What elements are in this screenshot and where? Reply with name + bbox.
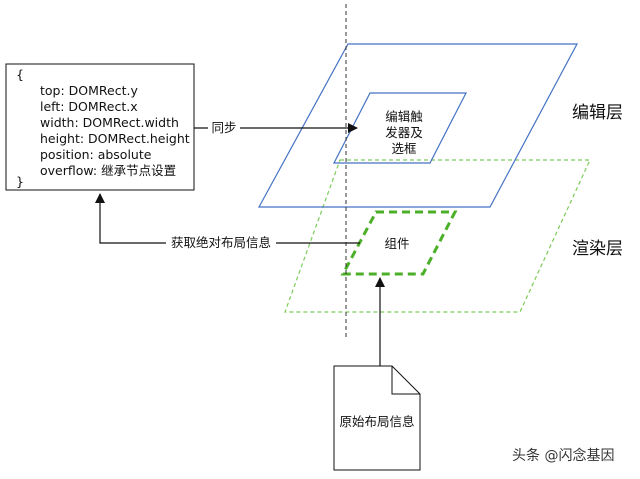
sync-label: 同步 [211, 120, 236, 135]
document-label: 原始布局信息 [339, 414, 414, 429]
watermark: 头条 @闪念基因 [512, 447, 614, 464]
edit-trigger-label-line3: 选框 [391, 141, 417, 156]
code-line-width: width: DOMRect.width [40, 115, 179, 130]
code-line-height: height: DOMRect.height [40, 131, 190, 146]
code-line-left: left: DOMRect.x [40, 99, 138, 114]
render-layer-label: 渲染层 [572, 239, 623, 259]
sync-label-bg [208, 119, 240, 136]
get-position-label: 获取绝对布局信息 [171, 235, 271, 250]
edit-trigger-label-line1: 编辑触 [385, 109, 423, 124]
component-label: 组件 [384, 236, 409, 251]
code-open-brace: { [16, 67, 24, 82]
code-line-overflow: overflow: 继承节点设置 [40, 163, 176, 178]
code-box [5, 63, 195, 191]
edit-layer-plane [257, 43, 579, 208]
edit-trigger-label-line2: 发器及 [385, 125, 423, 140]
code-close-brace: } [16, 174, 24, 189]
component-box [340, 210, 458, 276]
document-icon [333, 365, 421, 471]
get-position-label-bg [166, 234, 276, 251]
code-line-top: top: DOMRect.y [40, 83, 138, 98]
edit-layer-label: 编辑层 [572, 103, 623, 123]
code-line-position: position: absolute [40, 147, 152, 162]
document-fold [391, 366, 420, 395]
